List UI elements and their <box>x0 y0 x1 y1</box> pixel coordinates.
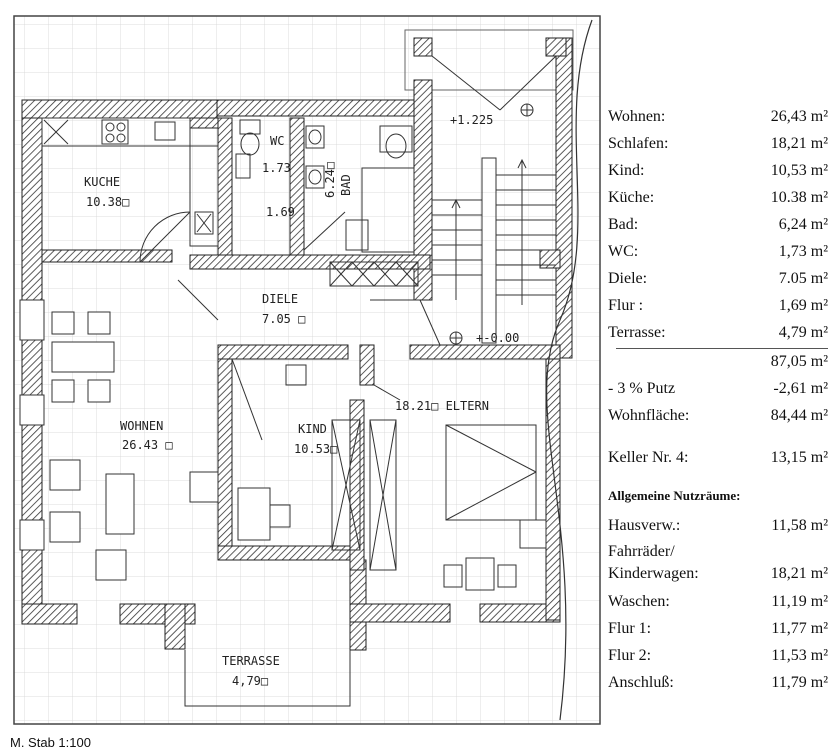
putz-label: - 3 % Putz <box>608 380 676 397</box>
bad-name: BAD <box>339 174 353 196</box>
nutz-row: Flur 2: 11,53 m² <box>608 644 830 666</box>
subtotal-value: 87,05 m² <box>770 353 828 370</box>
sum-divider <box>616 348 828 349</box>
nutz-label: Waschen: <box>608 593 670 610</box>
area-label: Bad: <box>608 216 639 233</box>
area-row: Diele: 7.05 m² <box>608 266 830 292</box>
wc-area: 1.73 <box>262 161 291 175</box>
walls <box>21 37 573 651</box>
area-label: Diele: <box>608 270 648 287</box>
level-lower: +-0.00 <box>476 331 519 345</box>
kitchen-fixtures <box>41 117 219 247</box>
level-upper: +1.225 <box>450 113 493 127</box>
wc-name: WC <box>270 134 284 148</box>
nutz-label: Flur 1: <box>608 620 652 637</box>
kind-name: KIND <box>298 422 327 436</box>
nutz-row: Waschen: 11,19 m² <box>608 590 830 612</box>
flur-area: 1.69 <box>266 205 295 219</box>
windows <box>19 299 45 551</box>
bad-area: 6.24□ <box>323 162 337 198</box>
keller-value: 13,15 m² <box>770 449 828 466</box>
terrace-outline <box>184 650 351 707</box>
area-label: Flur : <box>608 297 644 314</box>
living-furniture <box>49 311 219 581</box>
nutz-row: Flur 1: 11,77 m² <box>608 617 830 639</box>
area-row: Wohnen: 26,43 m² <box>608 104 830 130</box>
area-label: Terrasse: <box>608 324 666 341</box>
wohnflaeche-row: Wohnfläche: 84,44 m² <box>608 403 830 429</box>
kueche-name: KUCHE <box>84 175 120 189</box>
level-markers <box>449 103 534 345</box>
wohnflaeche-value: 84,44 m² <box>770 407 828 424</box>
room-labels: KUCHE 10.38□ WC 1.73 BAD 6.24□ 1.69 DIEL… <box>84 113 519 688</box>
cabinets <box>329 261 419 287</box>
area-value: 1,69 m² <box>778 297 828 314</box>
bath-fixtures <box>235 119 415 253</box>
nutz-value: 11,79 m² <box>771 674 828 691</box>
boundary-line <box>546 19 593 721</box>
wohnen-name: WOHNEN <box>120 419 163 433</box>
putz-row: - 3 % Putz -2,61 m² <box>608 376 830 402</box>
kind-area: 10.53□ <box>294 442 337 456</box>
area-value: 26,43 m² <box>770 108 828 125</box>
wohnflaeche-label: Wohnfläche: <box>608 407 690 424</box>
nutz-label: Hausverw.: <box>608 517 681 534</box>
area-label: Schlafen: <box>608 135 669 152</box>
area-label: WC: <box>608 243 639 260</box>
terrasse-area: 4,79□ <box>232 674 268 688</box>
keller-label: Keller Nr. 4: <box>608 449 689 466</box>
diele-name: DIELE <box>262 292 298 306</box>
scale-note: M. Stab 1:100 <box>10 735 91 750</box>
kueche-area: 10.38□ <box>86 195 129 209</box>
nutz-value: 11,77 m² <box>771 620 828 637</box>
nutz-row: Kinderwagen: 18,21 m² <box>608 562 830 584</box>
area-row: Kind: 10,53 m² <box>608 158 830 184</box>
subtotal-row: 87,05 m² <box>608 349 830 375</box>
wohnen-area: 26.43 □ <box>122 438 173 452</box>
nutz-value: 18,21 m² <box>770 565 828 582</box>
area-row: Flur : 1,69 m² <box>608 293 830 319</box>
area-row: Küche: 10.38 m² <box>608 185 830 211</box>
nutz-label: Fahrräder/ <box>608 543 675 560</box>
area-value: 4,79 m² <box>778 324 828 341</box>
nutz-label: Flur 2: <box>608 647 652 664</box>
area-value: 7.05 m² <box>778 270 828 287</box>
area-label: Küche: <box>608 189 655 206</box>
nutz-row: Anschluß: 11,79 m² <box>608 671 830 693</box>
bedroom-furniture <box>237 364 547 591</box>
area-row: Schlafen: 18,21 m² <box>608 131 830 157</box>
area-value: 18,21 m² <box>770 135 828 152</box>
area-label: Kind: <box>608 162 645 179</box>
area-row: Bad: 6,24 m² <box>608 212 830 238</box>
nutz-value: 11,53 m² <box>771 647 828 664</box>
area-row: Terrasse: 4,79 m² <box>608 320 830 346</box>
diele-area: 7.05 □ <box>262 312 305 326</box>
nutz-value: 11,58 m² <box>771 517 828 534</box>
nutz-label: Anschluß: <box>608 674 674 691</box>
area-value: 10,53 m² <box>770 162 828 179</box>
staircase <box>431 55 557 344</box>
nutz-label: Kinderwagen: <box>608 565 699 582</box>
area-row: WC: 1,73 m² <box>608 239 830 265</box>
doors <box>139 211 441 441</box>
keller-row: Keller Nr. 4: 13,15 m² <box>608 445 830 471</box>
area-value: 10.38 m² <box>770 189 828 206</box>
putz-value: -2,61 m² <box>773 380 828 397</box>
nutzraeume-heading: Allgemeine Nutzräume: <box>608 488 741 503</box>
nutz-row: Hausverw.: 11,58 m² <box>608 514 830 536</box>
nutz-value: 11,19 m² <box>771 593 828 610</box>
terrasse-name: TERRASSE <box>222 654 280 668</box>
area-value: 6,24 m² <box>778 216 828 233</box>
nutz-row: Fahrräder/ <box>608 542 830 562</box>
area-value: 1,73 m² <box>778 243 828 260</box>
eltern-name: 18.21□ ELTERN <box>395 399 489 413</box>
area-label: Wohnen: <box>608 108 666 125</box>
